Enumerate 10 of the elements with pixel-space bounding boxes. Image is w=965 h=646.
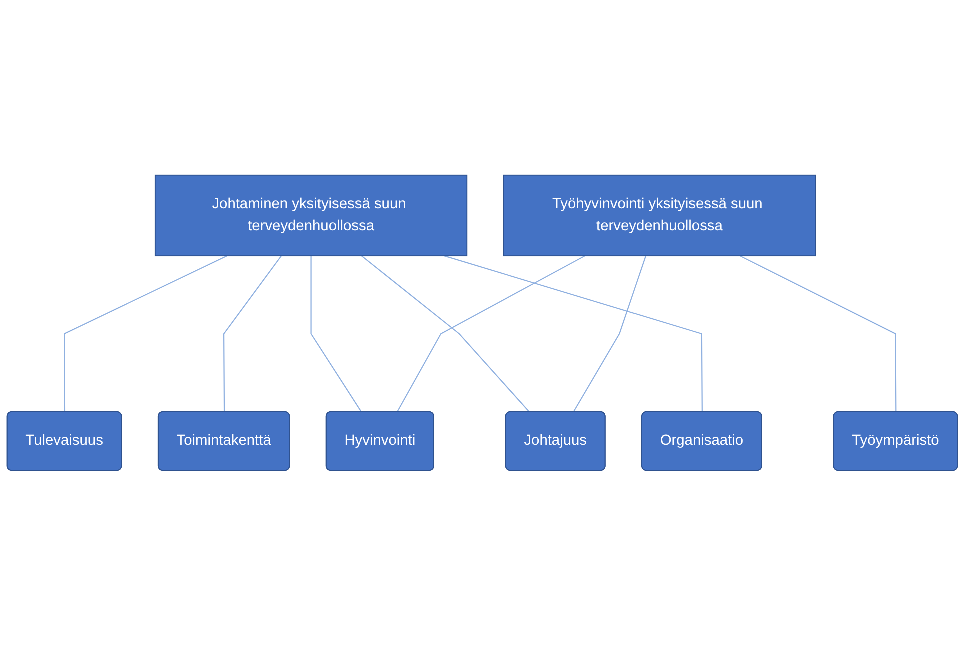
connector xyxy=(64,256,228,412)
connector xyxy=(740,256,897,412)
connector xyxy=(310,256,362,413)
node-box: Johtaminen yksityisessä suun terveydenhuollossa xyxy=(154,174,468,257)
connector xyxy=(224,256,282,412)
connector xyxy=(573,256,647,413)
connector xyxy=(396,256,586,413)
connector xyxy=(444,256,703,412)
connector xyxy=(361,256,530,413)
node-box: Työhyvinvointi yksityisessä suun terveydenhuollossa xyxy=(503,174,816,257)
